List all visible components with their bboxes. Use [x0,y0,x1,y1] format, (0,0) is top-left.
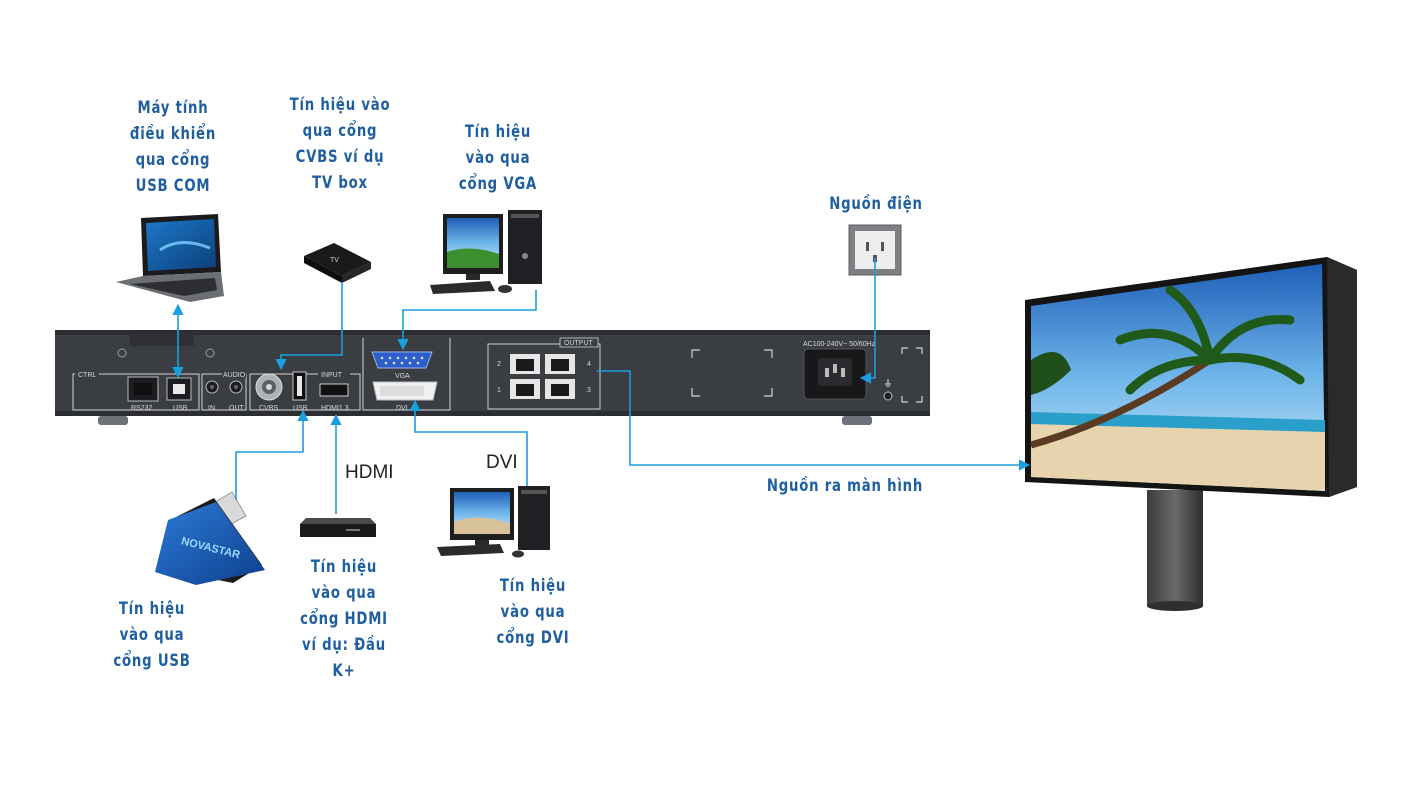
usb-input-label-line: vào qua [119,625,185,645]
hdmi-port-label: HDMI1.3 [321,405,349,412]
audio-section-label: AUDIO [223,372,246,379]
audio-in-label: IN [208,405,215,412]
vga-input-label-line: Tín hiệu [464,122,532,142]
ethernet-output-ports [510,354,575,399]
laptop-icon [116,214,224,302]
power-spec-label: AC100-240V~ 50/60Hz [803,341,876,348]
led-billboard-icon [1025,257,1357,611]
usb-drive-connector [235,409,309,500]
cvbs-label: CVBS [259,405,278,412]
output-num-4: 4 [587,361,591,368]
output-to-screen-label: Nguồn ra màn hình [755,473,934,499]
power-source-label-line: Nguồn điện [829,194,923,214]
usb-input-label: Tín hiệu vào qua cổng USB [97,596,206,674]
hdmi-input-label-line: cổng HDMI [300,609,388,629]
cvbs-input-label-line: TV box [312,173,368,193]
dvi-device-tag: DVI [486,452,518,473]
input-section-label: INPUT [321,372,343,379]
hdmi-player-icon [300,518,376,537]
hdmi-device-tag: HDMI [345,462,394,483]
tv-box-icon: TV [304,243,371,283]
output-section-label: OUTPUT [564,340,594,347]
dvi-computer-icon [437,486,550,558]
tvbox-cvbs-connector [275,282,343,371]
pc-control-label-line: qua cổng [135,150,211,170]
cvbs-input-label-line: qua cổng [302,121,378,141]
dvi-input-label-line: vào qua [500,602,566,622]
dvi-input-label: Tín hiệu vào qua cổng DVI [478,573,587,651]
output-to-screen-label-line: Nguồn ra màn hình [766,476,924,496]
hdmi-input-label-line: K+ [332,661,356,681]
output-connector [597,370,1031,471]
hdmi-input-label-line: Tín hiệu [310,557,378,577]
power-source-label: Nguồn điện [814,191,939,217]
vga-computer-icon [430,210,542,294]
ctrl-section-label: CTRL [78,372,96,379]
led-controller-rear-panel: CTRL RS232 USB AUDIO IN OUT INPUT CVBS U… [55,330,930,425]
vga-input-label-line: cổng VGA [458,174,538,194]
vga-input-label: Tín hiệu vào qua cổng VGA [443,119,552,197]
pc-control-label-line: điều khiển [129,124,217,144]
hdmi-port [319,383,349,397]
dvi-port-label: DVI [396,405,408,412]
cvbs-input-label-line: CVBS ví dụ [295,147,385,167]
usb-input-label-line: cổng USB [113,651,191,671]
hdmi-input-label-line: ví dụ: Đầu [302,635,386,655]
output-num-3: 3 [587,387,591,394]
ground-screw [883,391,893,401]
connector-lines [172,258,1031,514]
output-num-1: 1 [497,387,501,394]
output-num-2: 2 [497,361,501,368]
usb-input-label: USB [293,405,308,412]
dvi-input-label-line: Tín hiệu [499,576,567,596]
vga-connector [397,290,537,351]
hdmi-input-label-line: vào qua [311,583,377,603]
tv-box-tag: TV [330,257,339,264]
pc-control-label-line: Máy tính [137,98,209,118]
rs232-label: RS232 [131,405,153,412]
cvbs-input-label-line: Tín hiệu vào [289,95,391,115]
usb-input-label-line: Tín hiệu [118,599,186,619]
dvi-connector [409,399,528,486]
pc-control-label-line: USB COM [135,176,211,196]
vga-input-label-line: vào qua [465,148,531,168]
power-connector [859,258,876,384]
usb-flash-drive-icon: NOVASTAR [155,491,265,585]
audio-out-label: OUT [229,405,245,412]
usb-port-label: USB [173,405,188,412]
vga-port-label: VGA [395,373,410,380]
dvi-input-label-line: cổng DVI [496,628,570,648]
vga-port [371,351,433,369]
